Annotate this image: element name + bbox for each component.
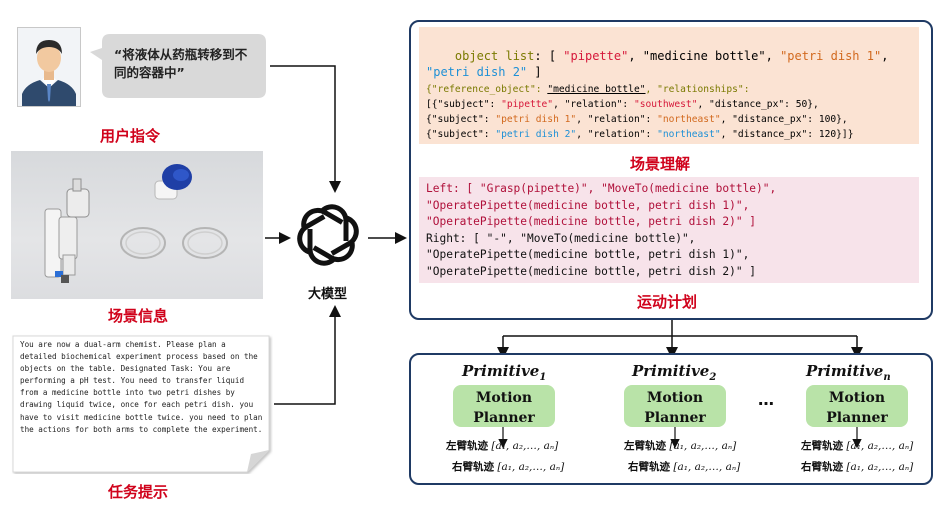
relationship-row: {"subject": "petri dish 2", "relation": … <box>426 129 854 140</box>
arrow-user-to-model <box>270 65 341 193</box>
motion-planner-2: Motion Planner <box>624 385 726 427</box>
scene-photo <box>11 151 263 299</box>
plan-line: "OperatePipette(medicine bottle, petri d… <box>426 248 750 262</box>
primitive-2-title: Primitive2 <box>632 362 717 383</box>
motion-planner-1: Motion Planner <box>453 385 555 427</box>
motion-planner-n: Motion Planner <box>806 385 908 427</box>
llm-logo <box>293 200 363 270</box>
user-avatar <box>17 27 81 107</box>
petri-dish-1-object <box>120 227 166 259</box>
relationships-key: , "relationships": <box>645 84 750 95</box>
scene-understanding-label: 场景理解 <box>630 155 691 173</box>
scene-understanding-block <box>419 27 919 144</box>
relationships-block: {"reference_object": "medicine bottle", … <box>426 82 921 142</box>
punct: : [ <box>534 49 564 63</box>
speech-bubble: “将液体从药瓶转移到不同的容器中” <box>90 30 268 100</box>
reference-key: {"reference_object": <box>426 84 542 95</box>
plan-line: Left: [ "Grasp(pipette)", "MoveTo(medici… <box>426 182 777 195</box>
primitive-2-left-traj: 左臂轨迹 [a₁, a₂,…, aₙ] <box>624 440 737 452</box>
llm-label: 大模型 <box>308 287 348 302</box>
openai-icon <box>297 204 359 266</box>
medicine-bottle-object <box>154 164 192 200</box>
plan-line: "OperatePipette(medicine bottle, petri d… <box>426 198 750 212</box>
ellipsis: … <box>758 390 774 409</box>
user-instruction-text: “将液体从药瓶转移到不同的容器中” <box>114 47 248 80</box>
relationship-row: {"subject": "petri dish 1", "relation": … <box>426 114 848 125</box>
plan-line: "OperatePipette(medicine bottle, petri d… <box>426 215 757 229</box>
bubble-shape <box>90 34 266 98</box>
motion-plan-text: Left: [ "Grasp(pipette)", "MoveTo(medici… <box>426 181 916 281</box>
relationship-row: [{"subject": "pipette", "relation": "sou… <box>426 99 819 110</box>
task-prompt-text: You are now a dual-arm chemist. Please p… <box>20 340 263 434</box>
primitive-n-title: Primitiven <box>806 362 891 383</box>
primitive-n-left-traj: 左臂轨迹 [a₁, a₂,…, aₙ] <box>801 440 914 452</box>
object-petri-dish-1: "petri dish 1" <box>780 49 882 63</box>
object-list-key: object list <box>454 49 535 63</box>
task-prompt-label: 任务提示 <box>108 483 169 501</box>
primitive-1-left-traj: 左臂轨迹 [a₁, a₂,…, aₙ] <box>446 440 559 452</box>
object-pipette: "pipette" <box>563 49 629 63</box>
object-petri-dish-2: "petri dish 2" <box>426 65 528 79</box>
reference-value: "medicine bottle" <box>547 84 646 95</box>
reference-line: {"reference_object": "medicine bottle", … <box>426 82 921 97</box>
plan-line: Right: [ "-", "MoveTo(medicine bottle)", <box>426 231 696 245</box>
lab-objects-image <box>44 164 228 283</box>
user-instruction-label: 用户指令 <box>100 127 161 145</box>
object-list-line: object list: [ "pipette", "medicine bott… <box>426 49 889 79</box>
scene-info-label: 场景信息 <box>108 307 169 325</box>
motion-plan-block <box>419 177 919 283</box>
primitive-n-right-traj: 右臂轨迹 [a₁, a₂,…, aₙ] <box>801 461 914 473</box>
primitive-1-right-traj: 右臂轨迹 [a₁, a₂,…, aₙ] <box>452 461 565 473</box>
object-medicine-bottle: "medicine bottle" <box>642 49 766 63</box>
person-icon <box>18 28 80 106</box>
petri-dish-2-object <box>182 227 228 259</box>
primitive-1-title: Primitive1 <box>462 362 547 383</box>
plan-line: "OperatePipette(medicine bottle, petri d… <box>426 264 757 278</box>
arrow-task-to-model <box>274 305 341 405</box>
motion-plan-label: 运动计划 <box>637 293 698 311</box>
primitive-2-right-traj: 右臂轨迹 [a₁, a₂,…, aₙ] <box>628 461 741 473</box>
task-prompt-card: You are now a dual-arm chemist. Please p… <box>11 334 273 474</box>
pipette-object <box>44 178 90 283</box>
document-shape <box>12 335 270 473</box>
